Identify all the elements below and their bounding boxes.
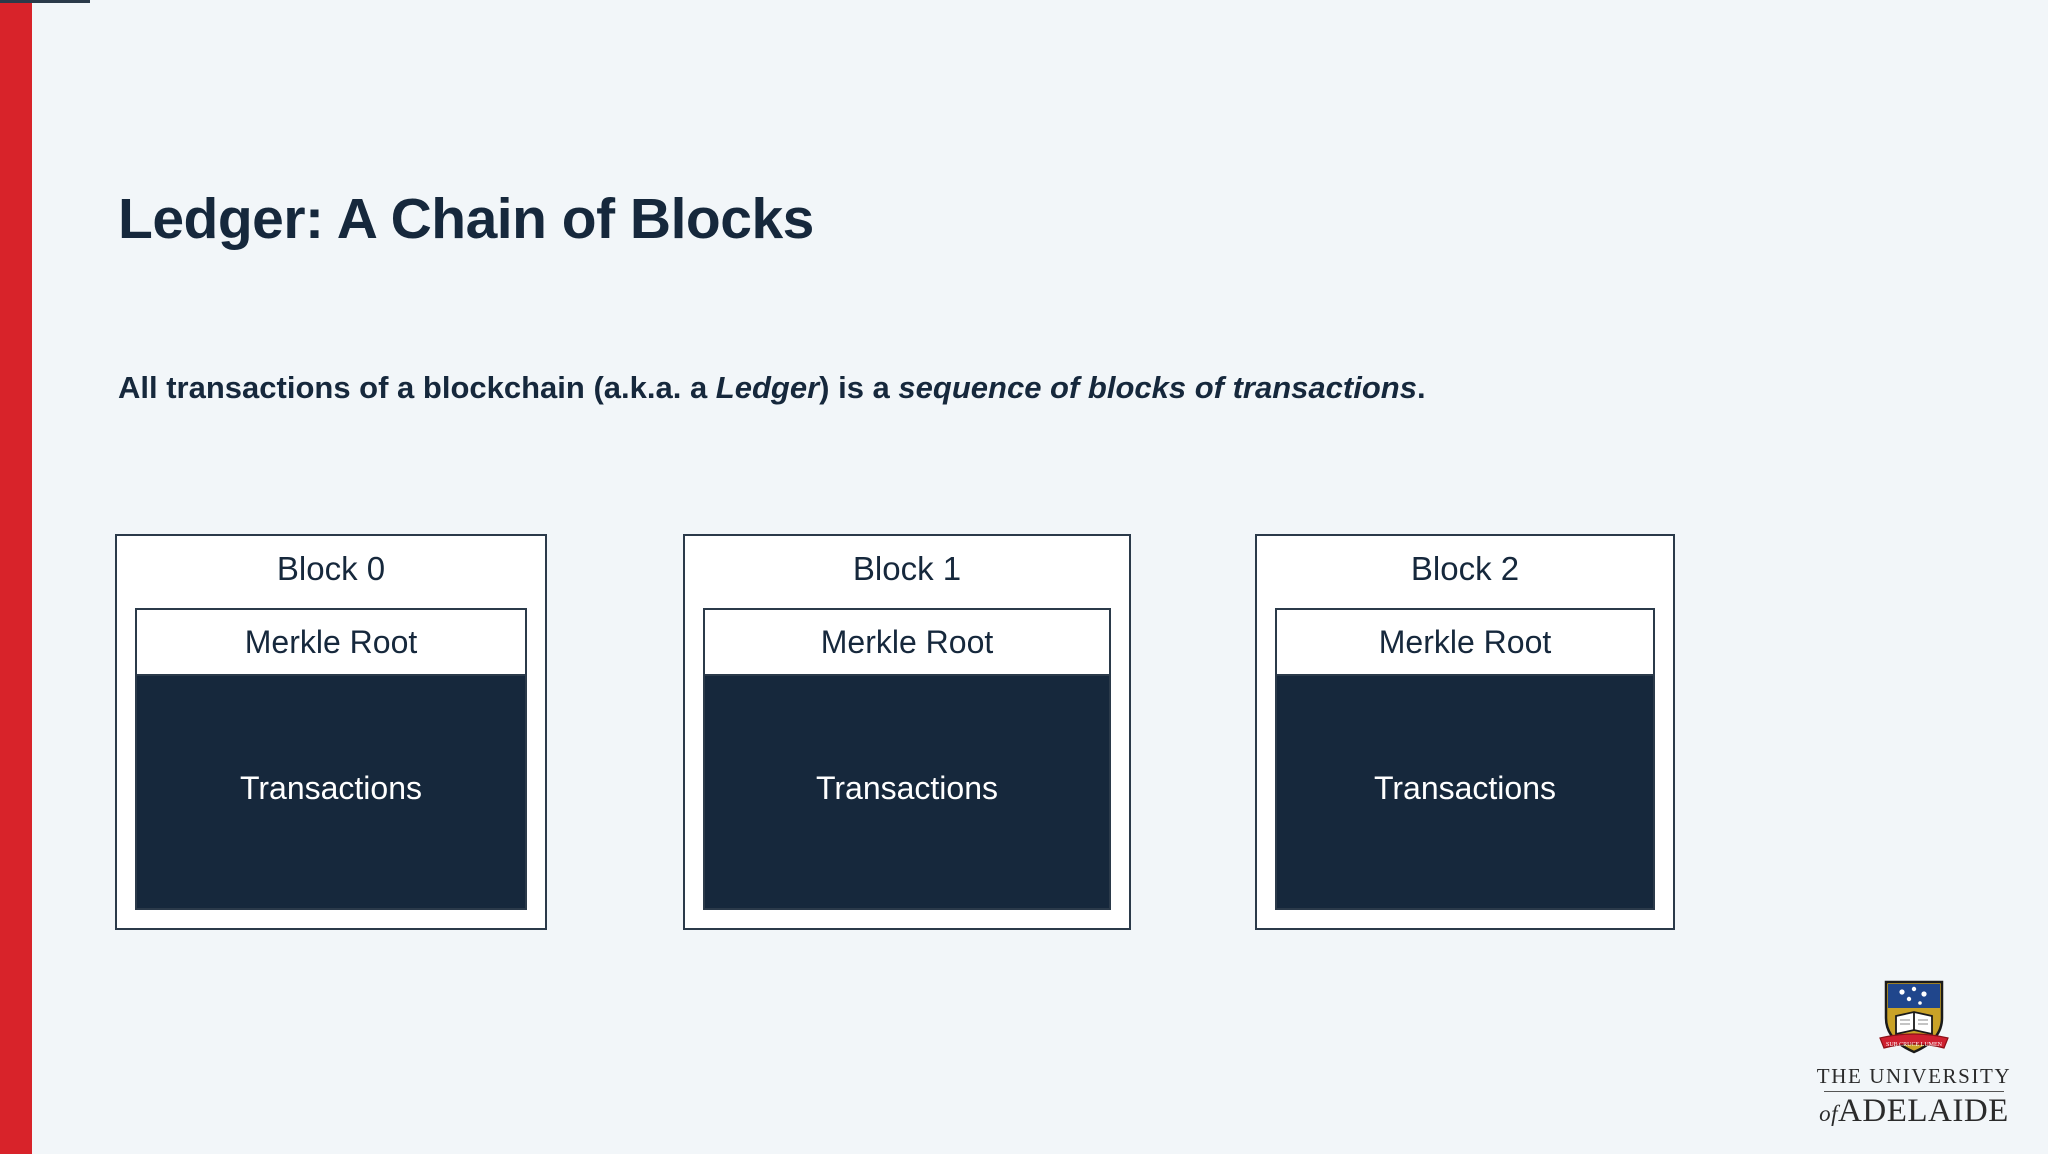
adelaide-crest-icon: SUB CRUCE LUMEN bbox=[1879, 980, 1949, 1054]
svg-text:SUB CRUCE LUMEN: SUB CRUCE LUMEN bbox=[1886, 1042, 1943, 1048]
merkle-root-section-1: Merkle Root bbox=[705, 610, 1109, 676]
body-paragraph: All transactions of a blockchain (a.k.a.… bbox=[118, 363, 1748, 413]
block-card-1: Block 1 Merkle Root Transactions bbox=[683, 534, 1131, 930]
block-body-0: Merkle Root Transactions bbox=[135, 608, 527, 910]
body-text-emphasis-ledger: Ledger bbox=[715, 370, 820, 405]
body-text-part-2: ) is a bbox=[819, 370, 899, 405]
top-hairline-decoration bbox=[0, 0, 90, 3]
transactions-section-0: Transactions bbox=[137, 676, 525, 908]
body-text-part-1: All transactions of a blockchain (a.k.a.… bbox=[118, 370, 716, 405]
logo-text-university: THE UNIVERSITY bbox=[1816, 1064, 2012, 1088]
block-card-0: Block 0 Merkle Root Transactions bbox=[115, 534, 547, 930]
merkle-root-section-2: Merkle Root bbox=[1277, 610, 1653, 676]
university-logo: SUB CRUCE LUMEN THE UNIVERSITY ofADELAID… bbox=[1816, 978, 2012, 1130]
accent-bar-left bbox=[0, 0, 32, 1154]
block-title-1: Block 1 bbox=[852, 550, 962, 587]
page-title: Ledger: A Chain of Blocks bbox=[118, 187, 814, 251]
block-body-2: Merkle Root Transactions bbox=[1275, 608, 1655, 910]
logo-text-of: of bbox=[1819, 1101, 1839, 1126]
transactions-section-2: Transactions bbox=[1277, 676, 1653, 908]
logo-divider bbox=[1824, 1091, 2004, 1092]
logo-text-adelaide: ofADELAIDE bbox=[1816, 1093, 2012, 1130]
blockchain-diagram: Block 0 Merkle Root Transactions Block 1… bbox=[115, 534, 1675, 934]
block-card-2: Block 2 Merkle Root Transactions bbox=[1255, 534, 1675, 930]
merkle-root-section-0: Merkle Root bbox=[137, 610, 525, 676]
block-title-2: Block 2 bbox=[1410, 550, 1520, 587]
transactions-section-1: Transactions bbox=[705, 676, 1109, 908]
logo-text-adelaide-word: ADELAIDE bbox=[1838, 1093, 2009, 1129]
body-text-emphasis-sequence: sequence of blocks of transactions bbox=[898, 370, 1417, 405]
block-title-0: Block 0 bbox=[276, 550, 386, 587]
block-body-1: Merkle Root Transactions bbox=[703, 608, 1111, 910]
body-text-part-3: . bbox=[1416, 370, 1426, 405]
